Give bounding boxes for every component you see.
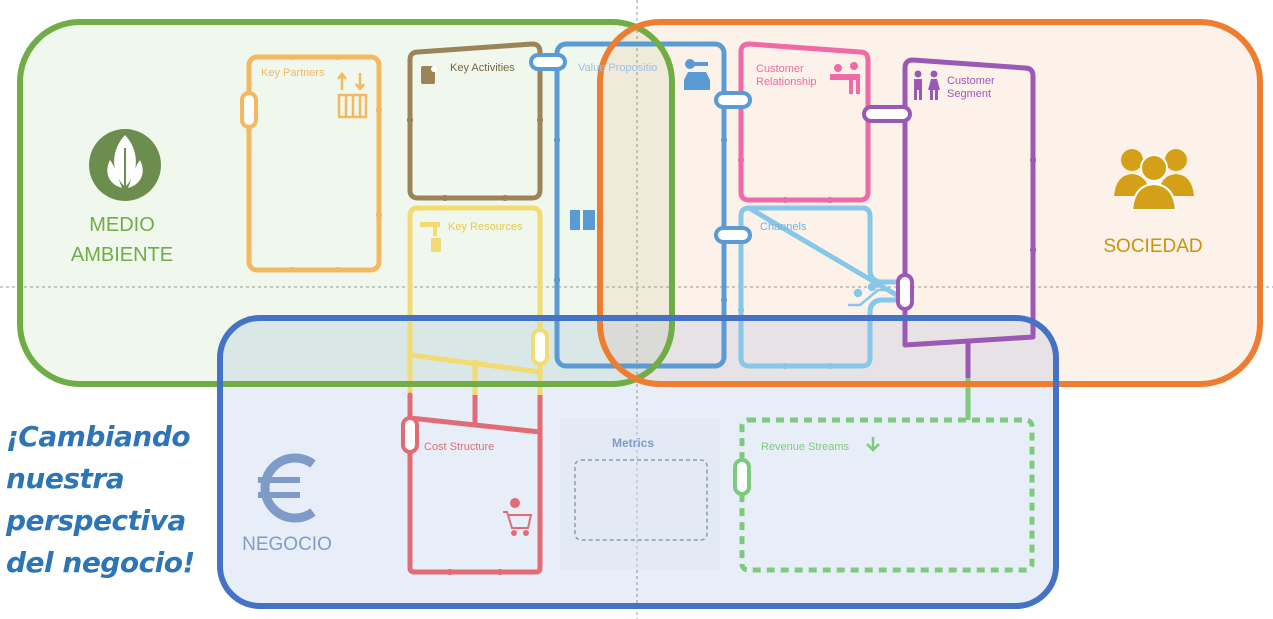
relationship-icon: [830, 62, 860, 94]
environment-label-line1: MEDIO: [89, 214, 155, 236]
environment-sphere-fill: [20, 22, 672, 384]
activities-value-connector: [529, 53, 567, 71]
slogan-line4: del negocio!: [6, 546, 195, 579]
revenue-streams-connector: [733, 458, 751, 496]
cost-structure-title: Cost Structure: [424, 441, 495, 453]
gift-icon: [570, 210, 595, 230]
activities-icon: [421, 66, 437, 84]
cost-structure-block: [407, 392, 543, 575]
revenue-streams-title: Revenue Streams: [761, 441, 850, 453]
value-relationship-connector: [714, 91, 752, 109]
slogan: ¡Cambiando nuestra perspectiva del negoc…: [6, 416, 216, 584]
channels-block: [738, 205, 908, 369]
slogan-line3: perspectiva: [6, 504, 186, 537]
relationship-segment-connector: [862, 105, 912, 123]
resources-value-connector: [531, 328, 549, 366]
slogan-line1: ¡Cambiando: [6, 420, 191, 453]
value-channels-connector: [714, 226, 752, 244]
environment-label: MEDIO AMBIENTE: [52, 210, 192, 270]
resources-icon: [420, 222, 441, 252]
customer-segment-block: [902, 57, 1036, 378]
key-partners-title: Key Partners: [261, 67, 325, 79]
value-propositions-title: Value Propositio: [578, 62, 658, 74]
society-sphere: [597, 19, 1263, 387]
customer-relationship-title-line2: Relationship: [756, 76, 817, 88]
metrics-block: [560, 418, 720, 570]
slogan-line2: nuestra: [6, 462, 125, 495]
people-icon: [1114, 149, 1194, 211]
arrow-down-icon: [866, 437, 880, 452]
key-activities-title: Key Activities: [450, 62, 515, 74]
key-partners-block: [246, 54, 382, 273]
customer-relationship-block: [738, 41, 871, 203]
channels-segment-connector: [896, 273, 914, 311]
car-key-icon: [684, 59, 710, 90]
customer-segment-title: Customer Segment: [947, 75, 995, 101]
environment-sphere: [17, 19, 675, 387]
customer-relationship-title-line1: Customer: [756, 63, 804, 75]
euro-icon: [258, 453, 316, 523]
customer-relationship-title: Customer Relationship: [756, 63, 817, 89]
customer-segment-title-line1: Customer: [947, 75, 995, 87]
partners-icon: [337, 71, 368, 119]
key-activities-block: [407, 41, 543, 201]
channels-title: Channels: [760, 221, 807, 233]
business-sphere: [217, 315, 1059, 609]
leaf-icon: [89, 129, 161, 201]
society-sphere-fill: [600, 22, 1260, 384]
environment-label-line2: AMBIENTE: [70, 244, 174, 266]
value-propositions-block: [554, 41, 727, 369]
customer-segment-title-line2: Segment: [947, 88, 992, 100]
society-label: SOCIEDAD: [1103, 236, 1203, 257]
business-label: NEGOCIO: [242, 534, 332, 555]
cost-structure-connector: [401, 416, 419, 454]
connectors: [401, 53, 914, 496]
key-resources-title: Key Resources: [448, 221, 523, 233]
escalator-icon: [848, 282, 888, 307]
shopping-cart-icon: [503, 498, 533, 536]
metrics-title: Metrics: [612, 436, 655, 450]
family-icon: [914, 70, 940, 100]
key-partners-connector: [240, 91, 258, 129]
business-sphere-fill: [220, 318, 1056, 606]
